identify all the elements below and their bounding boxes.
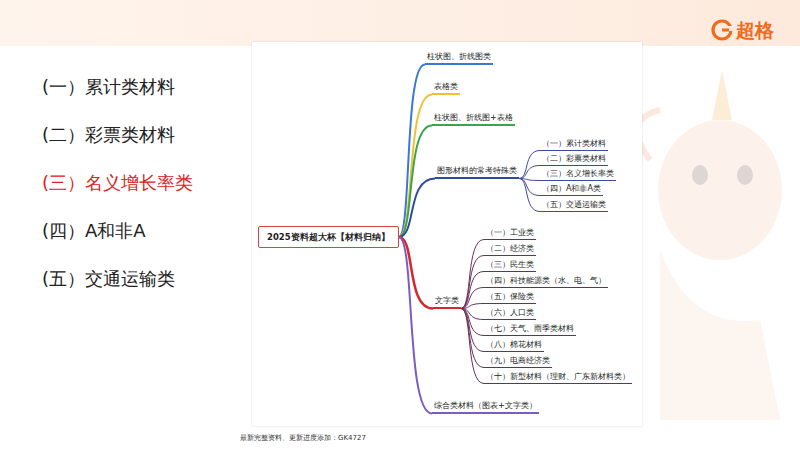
branch-curve	[461, 288, 484, 309]
branch-curve	[461, 256, 484, 309]
branch-curve	[461, 304, 484, 309]
topic-text: （三）名义增长率类	[542, 169, 614, 178]
topic-text: （一）累计类材料	[542, 139, 606, 148]
branch-topic: （七）天气、雨季类材料	[484, 324, 576, 336]
branch-curve	[399, 95, 432, 238]
branch-topic: （一）工业类	[484, 228, 536, 240]
header-band	[0, 0, 800, 46]
branch-curve	[461, 309, 484, 384]
branch-curve	[461, 309, 484, 368]
branch-topic: （三）民生类	[484, 260, 536, 272]
branch-topic: （三）名义增长率类	[540, 169, 616, 181]
logo-icon	[713, 21, 733, 39]
branch-topic: （五）保险类	[484, 292, 536, 304]
topic-text: （七）天气、雨季类材料	[486, 324, 574, 333]
branch-curve	[399, 179, 435, 238]
topic-text: 柱状图、折线图类	[427, 52, 491, 61]
branch-curve	[461, 272, 484, 309]
branch-curve	[519, 179, 540, 196]
outline-item: (五）交通运输类	[42, 267, 175, 291]
topic-text: （二）经济类	[486, 244, 534, 253]
branch-topic: 文字类	[433, 296, 461, 309]
topic-text: （五）交通运输类	[542, 200, 606, 209]
branch-topic: 综合类材料（图表+文字类）	[432, 401, 539, 414]
brand-logo: 超格	[736, 18, 774, 42]
topic-text: 2025资料超大杯【材料归纳】	[267, 232, 390, 242]
mascot	[637, 70, 782, 420]
branch-curve	[399, 237, 432, 414]
branch-curve	[519, 166, 540, 179]
topic-text: （八）棉花材料	[486, 340, 542, 349]
branch-topic: 表格类	[432, 82, 460, 95]
outline-item: (一）累计类材料	[42, 75, 175, 99]
topic-text: （五）保险类	[486, 292, 534, 301]
topic-text: （四）A和非A类	[542, 184, 601, 193]
topic-text: （十）新型材料（理财、广东新材料类）	[486, 372, 630, 381]
topic-text: （四）科技能源类（水、电、气）	[486, 276, 606, 285]
footer-note: 最新完整资料、更新进度添加：GK4727	[240, 434, 366, 443]
outline-item: (二）彩票类材料	[42, 123, 175, 147]
branch-topic: （八）棉花材料	[484, 340, 544, 352]
topic-text: 柱状图、折线图+表格	[434, 113, 513, 122]
branch-curve	[461, 240, 484, 309]
topic-text: 综合类材料（图表+文字类）	[434, 401, 537, 410]
branch-topic: （六）人口类	[484, 308, 536, 320]
branch-curve	[519, 179, 540, 212]
root-box: 2025资料超大杯【材料归纳】	[258, 226, 399, 248]
branch-topic: （四）A和非A类	[540, 184, 603, 196]
branch-topic: （十）新型材料（理财、广东新材料类）	[484, 372, 632, 384]
branch-topic: （二）彩票类材料	[540, 154, 608, 166]
branch-topic: （一）累计类材料	[540, 139, 608, 151]
outline-item: (四）A和非A	[42, 219, 146, 243]
topic-text: （九）电商经济类	[486, 356, 550, 365]
branch-topic: （二）经济类	[484, 244, 536, 256]
branch-topic: 柱状图、折线图+表格	[432, 113, 515, 126]
outline-item: (三）名义增长率类	[42, 171, 193, 195]
topic-text: 表格类	[434, 82, 458, 91]
branch-topic: 图形材料的常考特殊类	[435, 166, 519, 179]
topic-text: （二）彩票类材料	[542, 154, 606, 163]
branch-topic: 柱状图、折线图类	[425, 52, 493, 65]
topic-text: 文字类	[435, 296, 459, 305]
branch-topic: （四）科技能源类（水、电、气）	[484, 276, 608, 288]
branch-curve	[461, 309, 484, 352]
branch-topic: （五）交通运输类	[540, 200, 608, 212]
branch-topic: （九）电商经济类	[484, 356, 552, 368]
branch-curve	[519, 151, 540, 179]
topic-text: （一）工业类	[486, 228, 534, 237]
topic-text: 图形材料的常考特殊类	[437, 166, 517, 175]
topic-text: （三）民生类	[486, 260, 534, 269]
topic-text: （六）人口类	[486, 308, 534, 317]
